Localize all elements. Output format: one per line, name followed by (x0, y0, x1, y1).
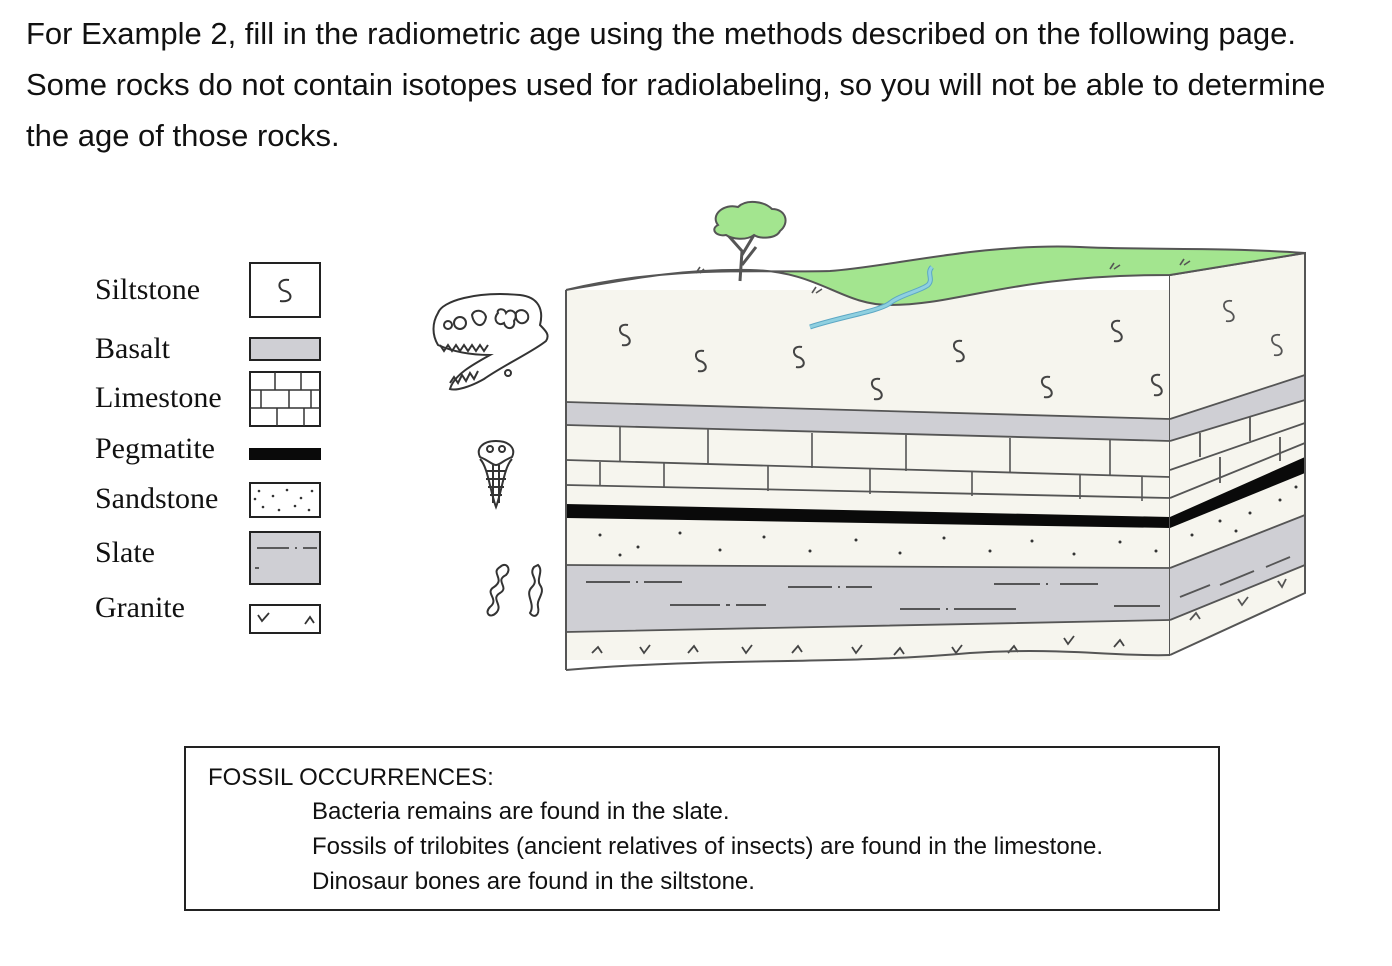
siltstone-swatch (249, 262, 321, 318)
slate-layer-front (566, 565, 1170, 632)
fossil-occurrences-title: FOSSIL OCCURRENCES: (208, 764, 494, 791)
bacteria-icon (486, 563, 543, 617)
legend-label-pegmatite: Pegmatite (95, 432, 215, 465)
front-face (565, 275, 1171, 671)
legend-label-siltstone: Siltstone (95, 273, 201, 306)
basalt-layer-side (1170, 375, 1305, 441)
legend-label-sandstone: Sandstone (95, 482, 219, 515)
strata-block-diagram (432, 201, 1306, 671)
basalt-swatch (249, 337, 321, 361)
instruction-line-1: For Example 2, fill in the radiometric a… (26, 16, 1296, 51)
pegmatite-layer-front (566, 504, 1170, 528)
pegmatite-swatch (249, 448, 321, 460)
basalt-layer-front (566, 402, 1170, 441)
pegmatite-layer-side (1170, 457, 1305, 528)
trilobite-icon (477, 439, 515, 510)
limestone-swatch (249, 371, 321, 427)
legend-label-limestone: Limestone (95, 381, 222, 414)
side-face (1169, 251, 1306, 656)
granite-swatch (249, 604, 321, 634)
legend-label-granite: Granite (95, 591, 185, 624)
ground-surface (565, 201, 1306, 330)
legend-label-slate: Slate (95, 536, 155, 569)
slate-layer-side (1170, 515, 1305, 620)
instruction-line-2: Some rocks do not contain isotopes used … (26, 67, 1326, 102)
fossil-line-dinosaur: Dinosaur bones are found in the siltston… (312, 868, 755, 895)
fossil-line-bacteria: Bacteria remains are found in the slate. (312, 798, 730, 825)
tree-icon (713, 201, 787, 282)
dinosaur-skull-icon (432, 293, 549, 391)
instructions: For Example 2, fill in the radiometric a… (26, 8, 1376, 161)
fossil-line-trilobites: Fossils of trilobites (ancient relatives… (312, 833, 1104, 860)
instruction-line-3: the age of those rocks. (26, 118, 340, 153)
slate-swatch (249, 531, 321, 585)
fossil-occurrences-box: FOSSIL OCCURRENCES: Bacteria remains are… (184, 746, 1220, 911)
legend-label-basalt: Basalt (95, 332, 170, 365)
sandstone-swatch (249, 482, 321, 518)
